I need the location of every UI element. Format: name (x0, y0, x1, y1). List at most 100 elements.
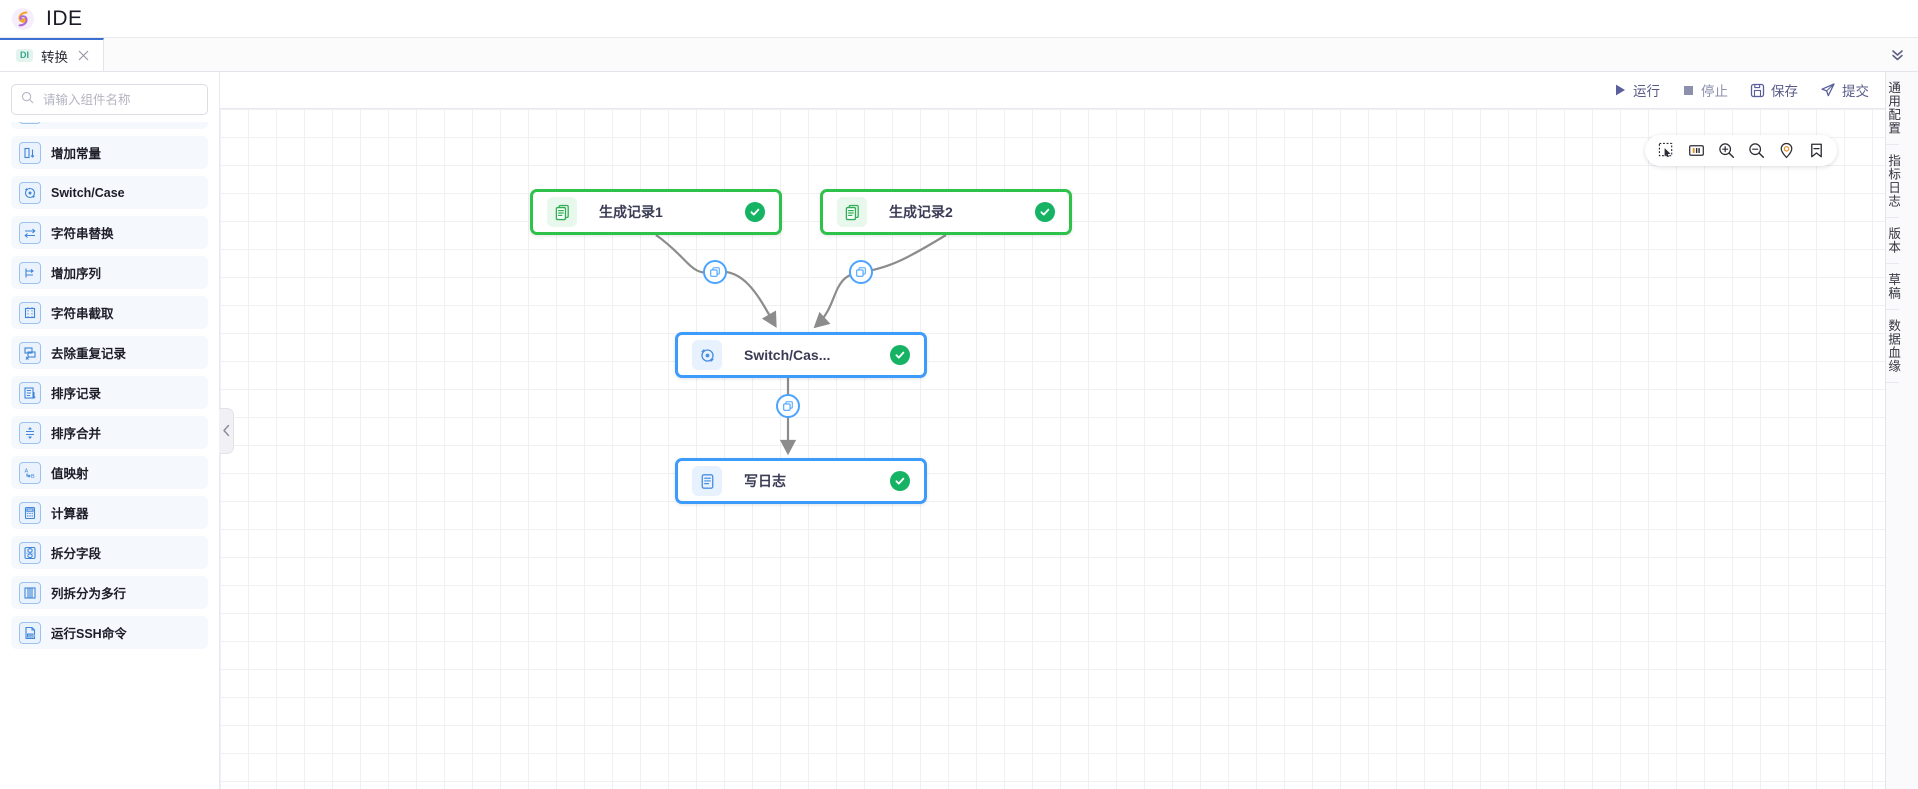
app-title: IDE (46, 6, 83, 30)
action-bar: 运行 停止 保存 提交 (220, 72, 1885, 109)
component-item-label: 增加常量 (51, 147, 102, 161)
tabbar: DI 转换 (0, 38, 1918, 72)
status-badge-success (890, 345, 910, 365)
component-item[interactable]: 增加常量 (11, 136, 208, 169)
component-item-label: 字符串截取 (51, 307, 114, 321)
flow-node[interactable]: 生成记录1 (530, 189, 782, 235)
component-item[interactable]: 字符串替换 (11, 216, 208, 249)
chevron-left-icon[interactable] (219, 407, 234, 454)
tab-label: 转换 (41, 49, 68, 65)
search-box[interactable] (11, 84, 208, 115)
add-sequence-icon (19, 261, 41, 284)
editor-column: 运行 停止 保存 提交 (220, 72, 1885, 789)
app-header: IDE (0, 0, 1918, 38)
copy-rows-icon[interactable] (776, 394, 800, 418)
component-item[interactable]: 去除重复记录 (11, 336, 208, 369)
tabbar-spacer (104, 38, 1876, 71)
locate-pin-icon[interactable] (1771, 137, 1801, 165)
flow-node-label: 生成记录1 (599, 204, 663, 220)
component-item[interactable]: 列拆分为多行 (11, 576, 208, 609)
fit-view-icon[interactable] (1681, 137, 1711, 165)
calculator-icon (19, 501, 41, 524)
component-item[interactable]: 增加序列 (11, 256, 208, 289)
component-item-partial[interactable] (11, 122, 208, 129)
select-marquee-icon[interactable] (1651, 137, 1681, 165)
body-wrap: 增加常量 Switch/Case 字符串替换增加序列字符串截取去除重复记录排序记录排… (0, 72, 1918, 789)
submit-icon (1821, 83, 1835, 97)
sort-rows-icon (19, 381, 41, 404)
flow-node[interactable]: 生成记录2 (820, 189, 1072, 235)
merge-sort-icon (19, 421, 41, 444)
search-input[interactable] (41, 91, 198, 108)
component-panel: 增加常量 Switch/Case 字符串替换增加序列字符串截取去除重复记录排序记录排… (0, 72, 234, 789)
switch-case-icon (19, 181, 41, 204)
component-item[interactable]: SSH 运行SSH命令 (11, 616, 208, 649)
double-chevron-down-icon[interactable] (1876, 38, 1918, 71)
flow-node-label: Switch/Cas... (744, 347, 831, 363)
svg-text:B: B (31, 474, 35, 480)
run-button-label: 运行 (1633, 84, 1660, 99)
canvas-toolbar (1645, 135, 1837, 166)
component-item[interactable]: Switch/Case (11, 176, 208, 209)
rail-tab[interactable]: 数据血缘 (1886, 310, 1900, 383)
save-button[interactable]: 保存 (1750, 80, 1798, 100)
rail-tab[interactable]: 通用配置 (1886, 72, 1900, 145)
component-item[interactable]: 字符串截取 (11, 296, 208, 329)
stop-button[interactable]: 停止 (1682, 80, 1728, 100)
run-button[interactable]: 运行 (1613, 80, 1660, 100)
component-item[interactable]: 计算器 (11, 496, 208, 529)
status-badge-success (1035, 202, 1055, 222)
split-field-icon (19, 541, 41, 564)
add-constant-icon (19, 141, 41, 164)
write-log-icon (692, 466, 722, 496)
bookmark-icon[interactable] (1801, 137, 1831, 165)
search-icon (21, 91, 34, 109)
status-badge-success (745, 202, 765, 222)
generate-rows-icon (547, 197, 577, 227)
zoom-out-icon[interactable] (1741, 137, 1771, 165)
rail-filler (1886, 383, 1918, 789)
component-item[interactable]: 排序记录 (11, 376, 208, 409)
save-icon (1750, 83, 1765, 97)
svg-text:A: A (25, 468, 29, 474)
swirl-logo-icon (10, 6, 36, 32)
component-item-label: 计算器 (51, 507, 89, 521)
component-item-label: 拆分字段 (51, 547, 102, 561)
rail-tab[interactable]: 草稿 (1886, 264, 1900, 310)
tab-transform[interactable]: DI 转换 (0, 38, 104, 71)
substring-icon (19, 301, 41, 324)
flow-node[interactable]: 写日志 (675, 458, 927, 504)
component-item-label: 列拆分为多行 (51, 587, 127, 601)
component-item-label: 去除重复记录 (51, 347, 127, 361)
component-item-label: 排序记录 (51, 387, 102, 401)
copy-rows-icon[interactable] (703, 260, 727, 284)
component-item[interactable]: 拆分字段 (11, 536, 208, 569)
zoom-in-icon[interactable] (1711, 137, 1741, 165)
flow-node[interactable]: Switch/Cas... (675, 332, 927, 378)
component-item-label: Switch/Case (51, 185, 125, 200)
status-badge-success (890, 471, 910, 491)
rail-tab[interactable]: 版本 (1886, 218, 1900, 264)
tab-badge: DI (16, 49, 33, 62)
copy-rows-icon[interactable] (849, 260, 873, 284)
flow-canvas[interactable]: 生成记录1 生成记录2 Switch/Cas... 写日志 (220, 109, 1885, 789)
close-icon[interactable] (78, 49, 89, 63)
svg-text:SSH: SSH (28, 633, 35, 637)
component-item-label: 运行SSH命令 (51, 627, 127, 641)
component-item-label: 排序合并 (51, 427, 102, 441)
search-wrap (0, 72, 219, 122)
component-item-label: 值映射 (51, 467, 89, 481)
generate-rows-icon (837, 197, 867, 227)
flow-node-label: 生成记录2 (889, 204, 953, 220)
component-item-label: 增加序列 (51, 267, 102, 281)
component-item-label: 字符串替换 (51, 227, 114, 241)
split-column-to-rows-icon (19, 581, 41, 604)
submit-button-label: 提交 (1842, 84, 1869, 99)
stop-button-label: 停止 (1701, 84, 1728, 99)
component-list[interactable]: 增加常量 Switch/Case 字符串替换增加序列字符串截取去除重复记录排序记录排… (0, 122, 219, 789)
component-item[interactable]: 排序合并 (11, 416, 208, 449)
submit-button[interactable]: 提交 (1820, 80, 1869, 100)
rail-tab[interactable]: 指标日志 (1886, 145, 1900, 218)
